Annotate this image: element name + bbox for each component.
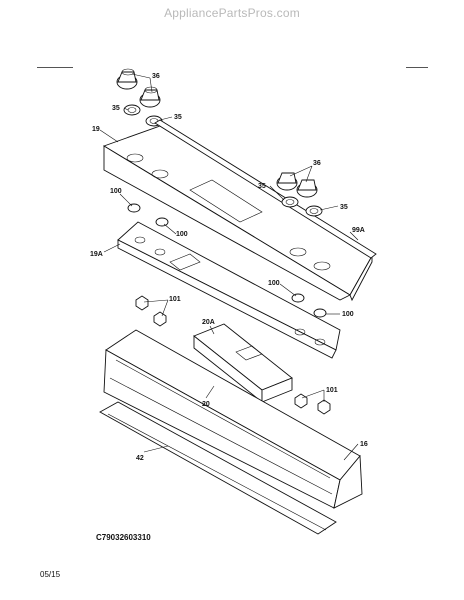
callout-101: 101 [326,387,338,394]
header-rule-left [37,67,73,68]
bezel-ring-35-upper-right[interactable] [281,196,323,217]
callout-36: 36 [313,160,321,167]
callout-35: 35 [112,105,120,112]
header-rule-right [406,67,428,68]
callout-100: 100 [176,231,188,238]
callout-99a: 99A [352,227,365,234]
trim-strip-99a[interactable] [154,119,377,259]
callout-35: 35 [340,204,348,211]
callout-100: 100 [342,311,354,318]
callout-35: 35 [174,114,182,121]
callout-20a: 20A [202,319,215,326]
callout-36: 36 [152,73,160,80]
control-bracket-19a[interactable] [117,221,341,359]
callout-19a: 19A [90,251,103,258]
revision-date: 05/15 [40,570,61,579]
knob-36-upper-left[interactable] [116,68,161,108]
callout-labels: 36 35 35 19 36 35 35 100 100 99A 19A 100… [90,73,368,462]
callout-35: 35 [258,183,266,190]
callout-100: 100 [110,188,122,195]
watermark: AppliancePartsPros.com [164,6,300,20]
callout-19: 19 [92,126,100,133]
grommet-100[interactable] [127,203,327,318]
knob-36-upper-right[interactable] [276,172,318,198]
callout-100: 100 [268,280,280,287]
callout-20: 20 [202,401,210,408]
callout-16: 16 [360,441,368,448]
leader-lines [99,73,359,461]
callout-101: 101 [169,296,181,303]
heat-shield-42[interactable] [99,401,337,535]
callout-42: 42 [136,455,144,462]
backguard-panel-19[interactable] [102,125,373,302]
screw-101[interactable] [135,295,331,415]
diagram-code: C79032603310 [96,533,151,542]
rear-housing-16[interactable] [103,329,363,509]
